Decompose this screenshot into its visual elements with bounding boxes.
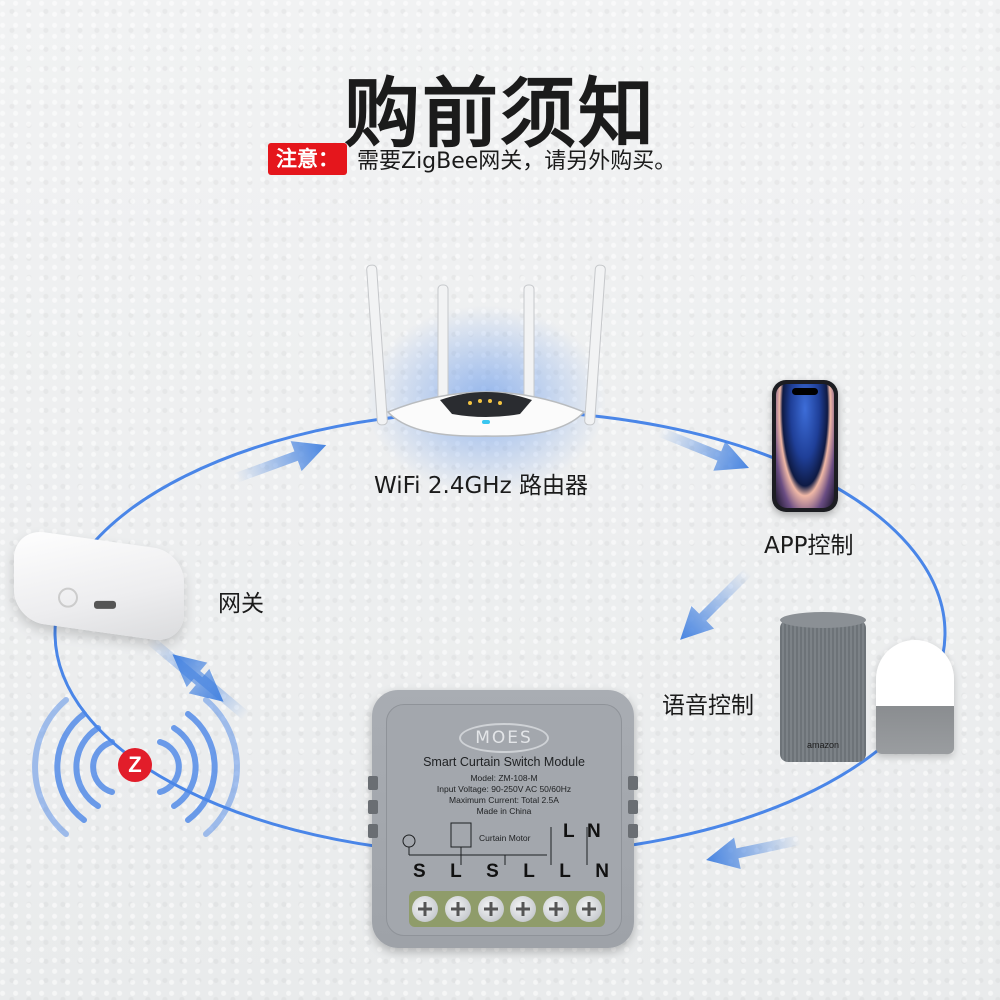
vent	[628, 776, 638, 790]
zigbee-waves	[32, 697, 240, 837]
arrow-router-to-app	[658, 427, 750, 471]
vent	[368, 824, 378, 838]
arrow-gateway-to-router	[234, 441, 327, 483]
module-name: Smart Curtain Switch Module	[423, 755, 585, 769]
motor-label: Curtain Motor	[479, 833, 531, 843]
smartphone-icon	[772, 380, 838, 512]
vent	[628, 800, 638, 814]
hub-usb-port	[94, 600, 116, 609]
terminal-label: S	[486, 861, 499, 882]
brand-logo: MOES	[459, 723, 549, 753]
screw-icon	[510, 896, 537, 922]
notice-tag: 注意：	[268, 143, 347, 175]
vent	[368, 776, 378, 790]
router-icon	[366, 264, 606, 437]
voice-label: 语音控制	[662, 693, 754, 719]
arrow-right-to-module	[706, 835, 802, 869]
screw-icon	[412, 896, 439, 922]
vent	[628, 824, 638, 838]
hub-button	[58, 587, 78, 608]
arrow-voice-to-module	[680, 568, 752, 640]
speaker-brand: amazon	[806, 740, 840, 750]
terminal-label: L	[559, 861, 571, 882]
terminal-label: L	[450, 861, 462, 882]
curtain-switch-module: MOES Smart Curtain Switch Module Model: …	[368, 690, 638, 948]
notice-text: 需要ZigBee网关，请另外购买。	[357, 149, 677, 174]
module-face: MOES Smart Curtain Switch Module Model: …	[386, 704, 622, 936]
vent	[368, 800, 378, 814]
phone-screen	[776, 384, 834, 508]
terminal-labels: S L S L L N	[413, 861, 609, 883]
terminal-block	[409, 891, 605, 927]
gateway-label: 网关	[218, 591, 264, 617]
wiring-diagram	[402, 822, 588, 865]
screw-icon	[575, 896, 602, 922]
flow-arrows	[146, 427, 802, 869]
screw-icon	[542, 896, 569, 922]
screw-icon	[477, 896, 504, 922]
phone-notch	[792, 388, 818, 395]
notice: 注意： 需要ZigBee网关，请另外购买。	[268, 142, 676, 176]
amazon-echo-speaker: amazon	[780, 612, 866, 762]
app-label: APP控制	[764, 533, 854, 559]
terminal-label: S	[413, 861, 426, 882]
terminal-top-n: N	[587, 821, 601, 842]
arrow-module-to-gateway	[172, 654, 250, 720]
page-title: 购前须知	[344, 69, 656, 158]
terminal-label: L	[523, 861, 535, 882]
google-home-speaker	[876, 640, 954, 754]
module-current: Maximum Current: Total 2.5A	[449, 795, 559, 805]
module-model: Model: ZM-108-M	[470, 773, 538, 783]
terminal-label: N	[595, 861, 609, 882]
module-origin: Made in China	[476, 806, 532, 816]
router-label: WiFi 2.4GHz 路由器	[374, 473, 588, 499]
terminal-top-l: L	[563, 821, 575, 842]
module-voltage: Input Voltage: 90-250V AC 50/60Hz	[436, 784, 572, 794]
zigbee-logo-icon: Z	[118, 748, 152, 782]
screw-icon	[444, 896, 471, 922]
echo-top	[780, 612, 866, 628]
